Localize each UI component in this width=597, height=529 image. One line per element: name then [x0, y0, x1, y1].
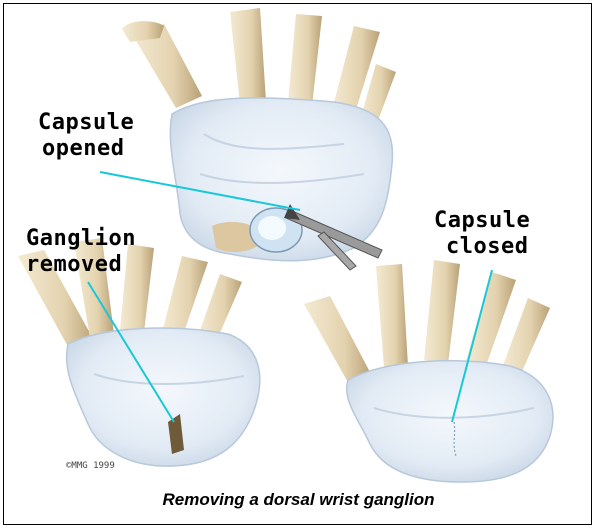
label-capsule-closed-line1: Capsule — [434, 208, 530, 234]
figure-caption: Removing a dorsal wrist ganglion — [4, 490, 593, 510]
figure-frame: Capsule opened Ganglion removed Capsule … — [3, 3, 592, 525]
label-ganglion-removed-line1: Ganglion — [26, 226, 136, 252]
top-hand — [122, 8, 396, 270]
label-capsule-opened-line2: opened — [38, 136, 134, 162]
label-capsule-opened-line1: Capsule — [38, 110, 134, 136]
label-capsule-closed-line2: closed — [434, 234, 530, 260]
label-capsule-opened: Capsule opened — [38, 110, 134, 162]
label-ganglion-removed-line2: removed — [26, 252, 136, 278]
bottom-right-hand — [304, 260, 553, 482]
label-capsule-closed: Capsule closed — [434, 208, 530, 260]
copyright-text: ©MMG 1999 — [66, 461, 115, 471]
label-ganglion-removed: Ganglion removed — [26, 226, 136, 278]
